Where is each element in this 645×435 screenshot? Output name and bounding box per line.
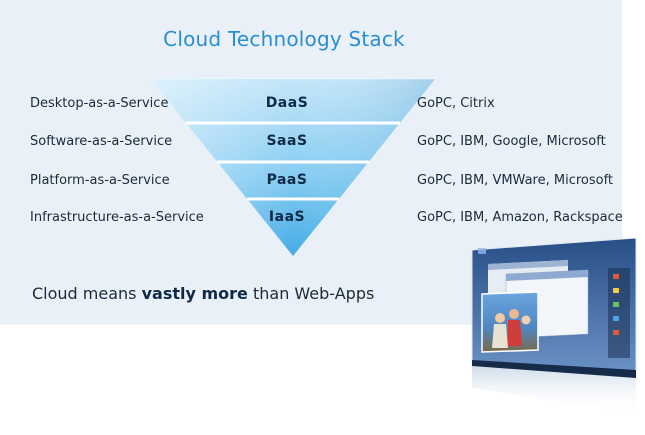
tagline-start: Cloud means	[32, 284, 142, 303]
stack-row-iaas: Infrastructure-as-a-Service IaaS GoPC, I…	[0, 209, 623, 228]
service-label: Desktop-as-a-Service	[30, 96, 169, 111]
stack-row-daas: Desktop-as-a-Service DaaS GoPC, Citrix	[0, 95, 620, 114]
provider-list: GoPC, IBM, Google, Microsoft	[417, 134, 606, 149]
diagram-title: Cloud Technology Stack	[163, 27, 405, 51]
layer-abbreviation: IaaS	[268, 209, 306, 225]
provider-list: GoPC, IBM, VMWare, Microsoft	[417, 173, 614, 188]
provider-list: GoPC, IBM, Amazon, Rackspace	[417, 210, 623, 225]
layer-abbreviation: PaaS	[266, 172, 308, 188]
layer-abbreviation: DaaS	[265, 95, 309, 111]
provider-list: GoPC, Citrix	[417, 96, 495, 111]
stack-row-saas: Software-as-a-Service SaaS GoPC, IBM, Go…	[0, 133, 620, 152]
desktop-screenshot-image	[471, 238, 637, 414]
tagline: Cloud means vastly more than Web-Apps	[32, 284, 374, 303]
tagline-emphasis: vastly more	[141, 284, 248, 303]
service-label: Infrastructure-as-a-Service	[30, 210, 204, 225]
layer-abbreviation: SaaS	[266, 133, 308, 149]
stack-funnel	[150, 78, 436, 256]
stack-row-paas: Platform-as-a-Service PaaS GoPC, IBM, VM…	[0, 172, 620, 191]
service-label: Software-as-a-Service	[30, 134, 173, 149]
tagline-end: than Web-Apps	[247, 284, 375, 303]
service-label: Platform-as-a-Service	[30, 173, 170, 188]
